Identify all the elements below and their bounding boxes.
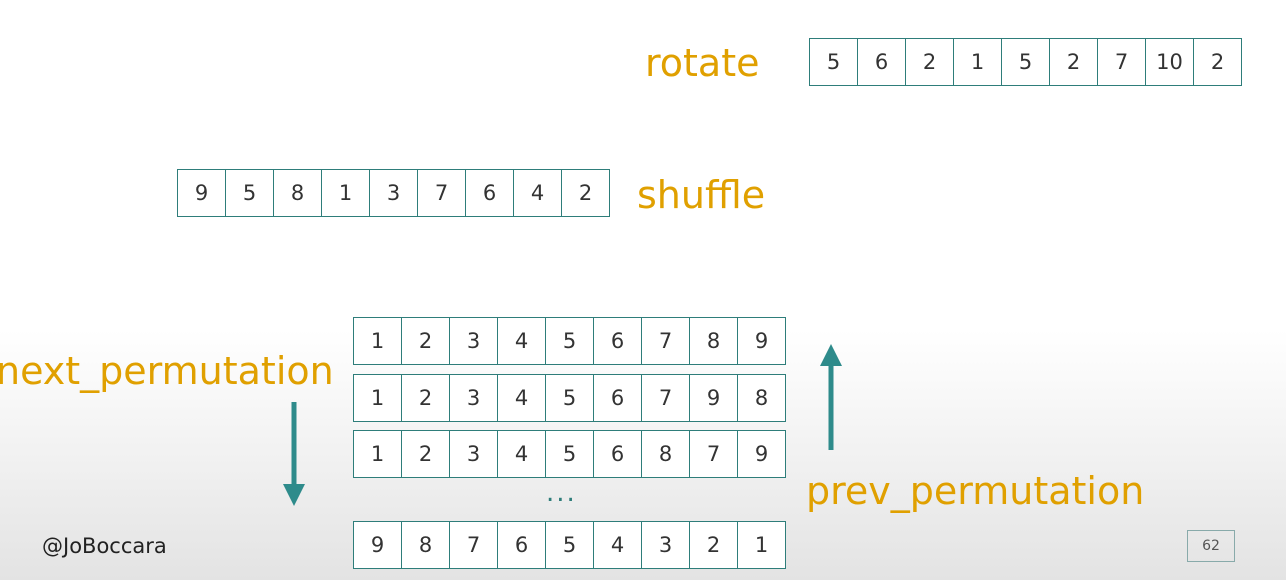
array-cell: 6 [857,38,906,86]
array-cell: 1 [353,374,402,422]
ellipsis: ... [546,478,577,508]
array-cell: 3 [449,317,498,365]
array-cell: 7 [1097,38,1146,86]
prev-permutation-label: prev_permutation [806,469,1145,513]
array-cell: 2 [401,430,450,478]
array-cell: 2 [1193,38,1242,86]
array-cell: 8 [737,374,786,422]
array-cell: 1 [953,38,1002,86]
array-cell: 1 [353,317,402,365]
array-cell: 4 [593,521,642,569]
array-cell: 4 [497,317,546,365]
page-number: 62 [1187,530,1235,562]
array-cell: 8 [273,169,322,217]
array-cell: 9 [737,317,786,365]
array-cell: 5 [809,38,858,86]
array-cell: 7 [689,430,738,478]
array-cell: 2 [689,521,738,569]
array-cell: 10 [1145,38,1194,86]
array-cell: 4 [497,430,546,478]
array-cell: 7 [641,374,690,422]
array-cell: 9 [737,430,786,478]
array-cell: 6 [593,430,642,478]
array-cell: 5 [545,374,594,422]
array-cell: 5 [545,430,594,478]
array-cell: 8 [689,317,738,365]
array-cell: 6 [593,374,642,422]
array-cell: 7 [417,169,466,217]
array-cell: 5 [225,169,274,217]
array-cell: 2 [905,38,954,86]
array-cell: 9 [353,521,402,569]
array-cell: 2 [401,317,450,365]
array-cell: 9 [177,169,226,217]
array-cell: 8 [401,521,450,569]
array-cell: 3 [641,521,690,569]
array-cell: 2 [561,169,610,217]
array-cell: 9 [689,374,738,422]
shuffle-label: shuffle [637,173,766,217]
array-cell: 2 [401,374,450,422]
array-cell: 1 [353,430,402,478]
array-cell: 7 [449,521,498,569]
next-permutation-label: next_permutation [0,349,334,393]
array-cell: 5 [1001,38,1050,86]
array-cell: 6 [497,521,546,569]
arrow-up-icon [820,344,842,450]
array-cell: 6 [465,169,514,217]
array-cell: 3 [449,374,498,422]
array-cell: 5 [545,317,594,365]
array-cell: 2 [1049,38,1098,86]
array-cell: 1 [737,521,786,569]
author-handle: @JoBoccara [42,534,167,558]
array-cell: 3 [449,430,498,478]
array-cell: 4 [497,374,546,422]
rotate-label: rotate [645,41,760,85]
array-cell: 1 [321,169,370,217]
array-cell: 6 [593,317,642,365]
arrow-down-icon [283,402,305,506]
array-cell: 7 [641,317,690,365]
array-cell: 3 [369,169,418,217]
array-cell: 4 [513,169,562,217]
array-cell: 5 [545,521,594,569]
array-cell: 8 [641,430,690,478]
